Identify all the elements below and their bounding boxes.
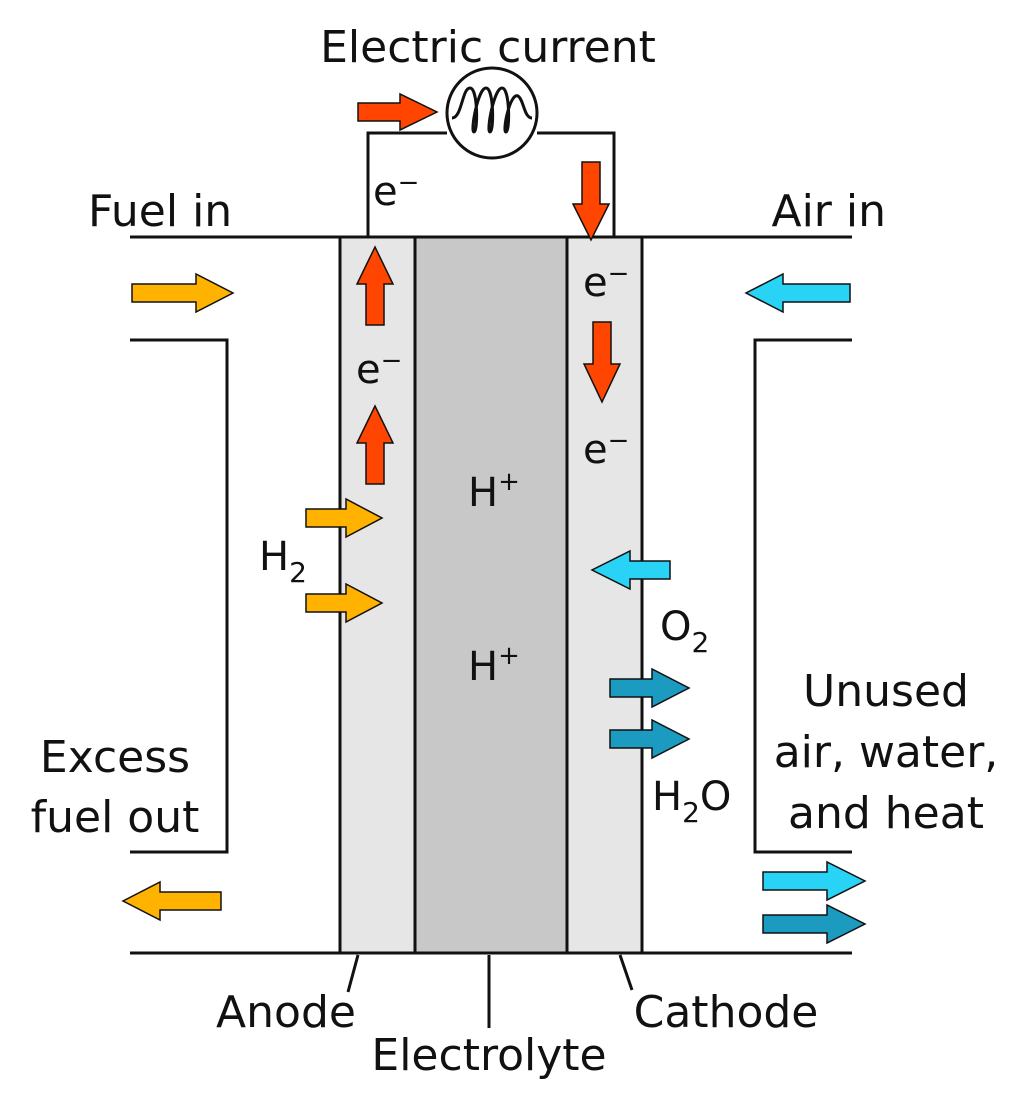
electrolyte-label: Electrolyte <box>371 1030 606 1081</box>
excess-fuel-label-line2: fuel out <box>31 792 200 843</box>
electron-arrow-down-cathode <box>582 321 622 404</box>
unused-label-line2: air, water, <box>774 727 999 778</box>
electron-arrow-up-anode-2 <box>355 404 395 485</box>
excess-fuel-label-line1: Excess <box>40 732 190 783</box>
fuel-channel-wall <box>130 338 229 854</box>
proton-label-1: H+ <box>468 467 520 516</box>
air-in-label: Air in <box>771 186 886 237</box>
unused-label-line1: Unused <box>803 666 969 717</box>
hydrogen-label: H2 <box>259 534 307 589</box>
air-in-arrow <box>744 272 851 314</box>
cathode-label: Cathode <box>634 987 819 1038</box>
fuel-in-label: Fuel in <box>88 186 232 237</box>
electron-label-circuit: e− <box>373 168 419 215</box>
unused-water-arrow <box>762 903 867 945</box>
electron-label-cathode-1: e− <box>583 259 629 306</box>
unused-label-line3: and heat <box>788 788 984 839</box>
electron-arrow-up-anode-1 <box>355 245 395 326</box>
bulb-filament <box>451 86 533 134</box>
water-arrow-1 <box>609 667 691 709</box>
cathode-leader <box>618 954 634 991</box>
o2-arrow <box>590 549 671 591</box>
circuit-wire-right <box>537 131 616 237</box>
water-label: H2O <box>652 774 731 829</box>
circuit-wire <box>366 131 447 237</box>
unused-air-arrow <box>762 860 867 902</box>
electron-label-cathode-2: e− <box>583 426 629 473</box>
electrolyte-plate <box>413 235 569 955</box>
h2-arrow-1 <box>305 497 384 539</box>
anode-leader <box>346 954 360 993</box>
electron-arrow-circuit <box>357 92 439 132</box>
h2-arrow-2 <box>305 582 384 624</box>
proton-label-2: H+ <box>468 641 520 690</box>
electric-current-label: Electric current <box>320 22 656 73</box>
anode-label: Anode <box>216 987 356 1038</box>
electron-arrow-down-top <box>571 161 611 242</box>
water-arrow-2 <box>609 718 691 760</box>
electron-label-anode: e− <box>356 346 402 393</box>
excess-fuel-arrow <box>121 880 222 922</box>
air-channel-wall <box>753 338 852 854</box>
oxygen-label: O2 <box>660 604 709 659</box>
fuel-in-arrow <box>131 272 235 314</box>
